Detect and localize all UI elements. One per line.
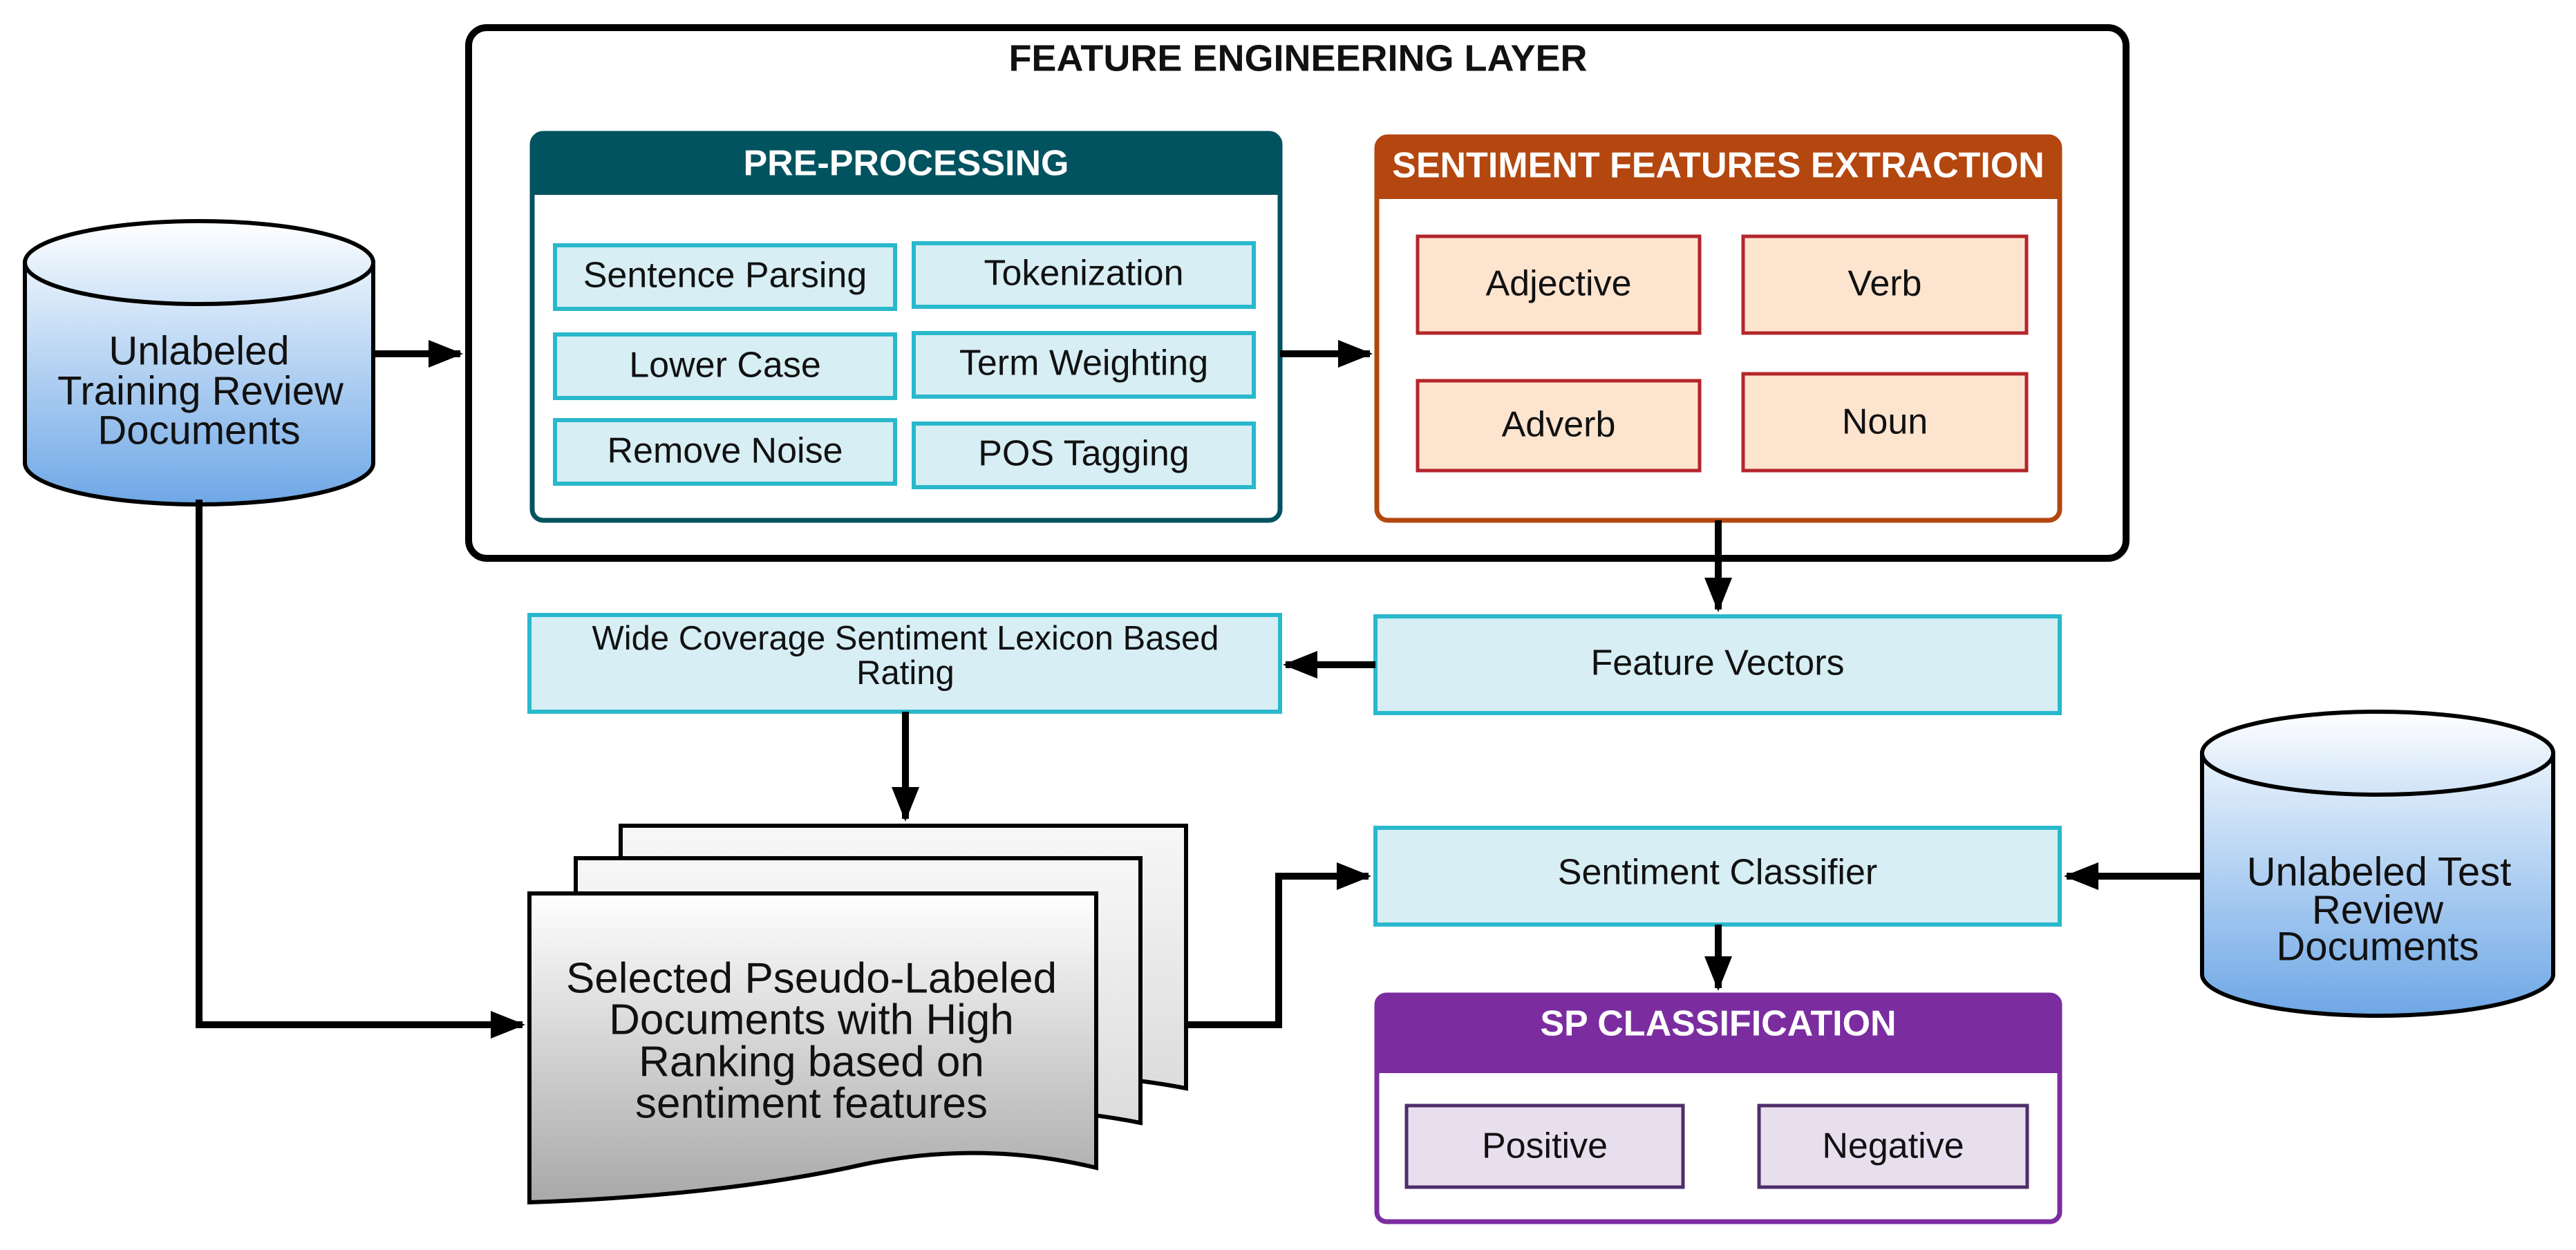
sp-classification-title: SP CLASSIFICATION bbox=[1540, 1004, 1896, 1044]
pseudo-labeled-documents-label: sentiment features bbox=[635, 1079, 988, 1127]
preprocessing-step-label: Term Weighting bbox=[959, 343, 1208, 383]
pseudo-labeled-documents-label: Ranking based on bbox=[639, 1038, 984, 1086]
extraction-feature-label: Adjective bbox=[1486, 264, 1632, 304]
extraction-feature-label: Verb bbox=[1848, 264, 1922, 304]
feature-vectors-label: Feature Vectors bbox=[1590, 643, 1844, 683]
preprocessing-step: Term Weighting bbox=[912, 331, 1256, 399]
extraction-title: SENTIMENT FEATURES EXTRACTION bbox=[1392, 146, 2044, 186]
lexicon-rating-label: Rating bbox=[856, 654, 955, 692]
preprocessing-step-label: Sentence Parsing bbox=[583, 256, 867, 296]
training-documents-label: Unlabeled bbox=[109, 328, 289, 373]
preprocessing-step: Sentence Parsing bbox=[553, 243, 897, 311]
training-documents-database-icon: Unlabeled Training Review Documents bbox=[23, 219, 375, 506]
preprocessing-panel: PRE-PROCESSING Sentence Parsing Tokeniza… bbox=[529, 131, 1283, 523]
lexicon-rating-label: Wide Coverage Sentiment Lexicon Based bbox=[592, 620, 1219, 657]
connectors bbox=[196, 340, 2202, 1039]
arrow-training-to-documents bbox=[196, 500, 526, 1039]
sentiment-classifier-label: Sentiment Classifier bbox=[1558, 853, 1877, 893]
preprocessing-title: PRE-PROCESSING bbox=[744, 144, 1069, 184]
sentiment-classifier-box: Sentiment Classifier bbox=[1373, 826, 2062, 927]
pseudo-labeled-documents-label: Selected Pseudo-Labeled bbox=[566, 954, 1057, 1002]
extraction-feature: Adjective bbox=[1416, 234, 1702, 335]
sp-classification-panel: SP CLASSIFICATION Positive Negative bbox=[1374, 992, 2062, 1224]
arrow-documents-to-classifier bbox=[1186, 862, 1372, 1028]
test-documents-label: Unlabeled Test bbox=[2247, 849, 2512, 894]
lexicon-rating-box: Wide Coverage Sentiment Lexicon Based Ra… bbox=[527, 613, 1282, 714]
preprocessing-step-label: POS Tagging bbox=[978, 434, 1189, 474]
extraction-feature-label: Noun bbox=[1842, 402, 1928, 442]
layer-title: FEATURE ENGINEERING LAYER bbox=[1008, 37, 1587, 79]
preprocessing-step: Tokenization bbox=[912, 241, 1256, 309]
sp-class-item: Positive bbox=[1404, 1104, 1685, 1189]
training-documents-label: Training Review bbox=[57, 368, 344, 413]
extraction-panel: SENTIMENT FEATURES EXTRACTION Adjective … bbox=[1374, 134, 2062, 523]
extraction-feature: Verb bbox=[1741, 234, 2029, 335]
sp-class-label: Positive bbox=[1482, 1126, 1608, 1166]
sp-class-label: Negative bbox=[1822, 1126, 1964, 1166]
test-documents-database-icon: Unlabeled Test Review Documents bbox=[2200, 710, 2555, 1018]
extraction-feature: Adverb bbox=[1416, 379, 1702, 473]
extraction-feature-label: Adverb bbox=[1502, 405, 1616, 445]
preprocessing-step-label: Remove Noise bbox=[607, 431, 843, 471]
preprocessing-step: Lower Case bbox=[553, 332, 897, 400]
preprocessing-step-label: Lower Case bbox=[629, 345, 820, 386]
extraction-feature: Noun bbox=[1741, 372, 2029, 473]
feature-vectors-box: Feature Vectors bbox=[1373, 614, 2062, 715]
sp-class-item: Negative bbox=[1757, 1104, 2029, 1189]
preprocessing-step: POS Tagging bbox=[912, 422, 1256, 489]
pseudo-labeled-documents-label: Documents with High bbox=[609, 996, 1014, 1043]
pseudo-labeled-documents-icon: Selected Pseudo-Labeled Documents with H… bbox=[527, 824, 1188, 1205]
training-documents-label: Documents bbox=[97, 408, 300, 453]
preprocessing-step-label: Tokenization bbox=[984, 254, 1183, 294]
preprocessing-step: Remove Noise bbox=[553, 418, 897, 486]
test-documents-label: Documents bbox=[2276, 924, 2479, 969]
test-documents-label: Review bbox=[2312, 887, 2444, 932]
